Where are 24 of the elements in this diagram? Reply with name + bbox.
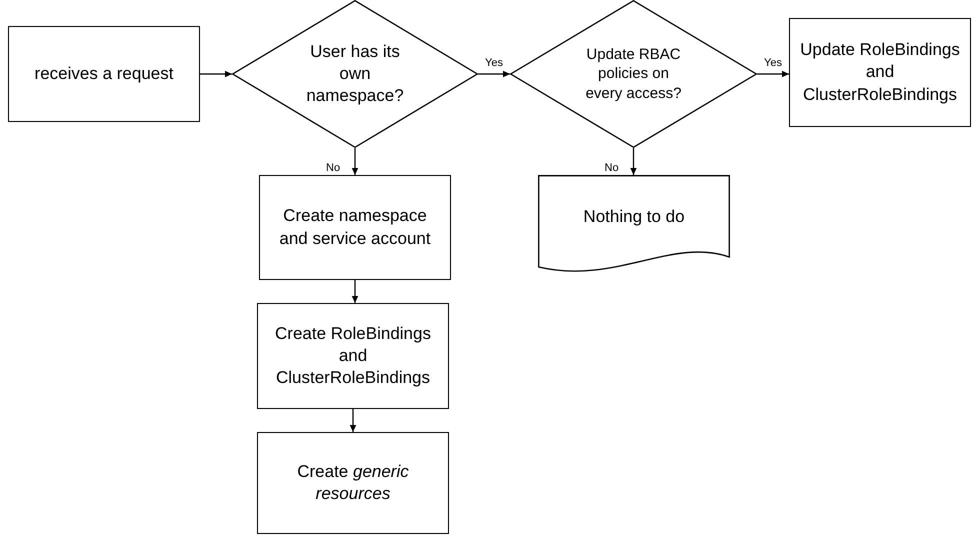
- node-text: Update RBAC policies on every access?: [584, 44, 682, 104]
- process-box: [257, 432, 449, 534]
- edge-label: No: [325, 162, 342, 174]
- node-text: Create RoleBindings and ClusterRoleBindings: [274, 322, 432, 390]
- edge-label: No: [604, 162, 620, 174]
- node-text: Nothing to do: [582, 206, 686, 228]
- process-box: [257, 303, 449, 409]
- arrow: [757, 70, 789, 78]
- edge-label: Yes: [484, 57, 504, 70]
- arrow: [350, 409, 356, 432]
- arrow: [630, 148, 637, 175]
- node-text: Create generic resources: [296, 460, 410, 505]
- process-box: [259, 175, 451, 280]
- node-text: User has its own namespace?: [305, 40, 405, 108]
- arrow: [352, 280, 358, 303]
- arrow: [352, 148, 358, 175]
- process-box: [8, 26, 200, 122]
- process-box: [789, 18, 971, 127]
- node-text: receives a request: [34, 62, 174, 85]
- arrow: [200, 70, 232, 78]
- arrow: [478, 70, 510, 78]
- edge-label: Yes: [763, 57, 783, 70]
- node-text: Update RoleBindings and ClusterRoleBindings: [799, 39, 961, 106]
- node-text: Create namespace and service account: [278, 205, 432, 250]
